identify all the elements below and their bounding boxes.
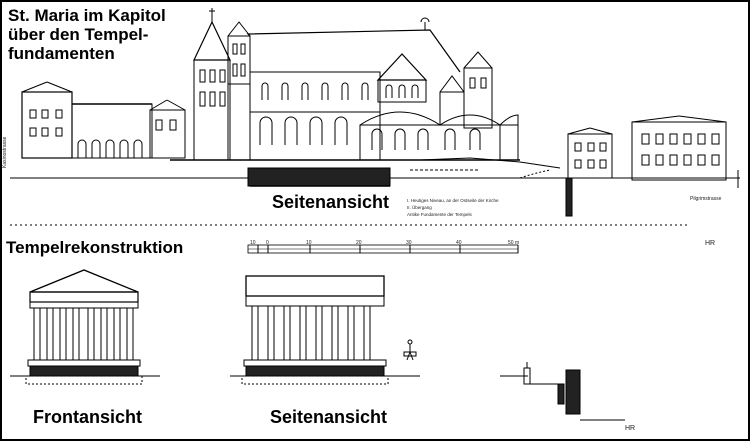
church-ground: [10, 167, 740, 226]
signature-mark: HR: [705, 240, 716, 247]
scale-tick-label: 40: [456, 240, 462, 246]
right-buildings: [565, 115, 739, 217]
scale-tick-label: 0: [266, 240, 269, 246]
street-label-left: Kasinostrasse: [2, 136, 8, 168]
legend-item-1: I. Heutiges Niveau, an der Ostseite der …: [407, 198, 499, 203]
caption-church-side-view: Seitenansicht: [272, 192, 390, 212]
scale-tick-label: 10: [250, 240, 256, 246]
scale-tick-label: 50 m: [508, 240, 520, 246]
temple-front-view: [10, 269, 160, 385]
temple-side-view: [230, 275, 420, 385]
title-line-2: über den Tempel-: [8, 25, 149, 44]
scale-tick-label: 30: [406, 240, 412, 246]
scale-tick-label: 10: [306, 240, 312, 246]
scale-bar: [247, 244, 519, 254]
scale-tick-label: 20: [356, 240, 362, 246]
drawing-title: St. Maria im Kapitol über den Tempel- fu…: [8, 6, 178, 63]
street-label-right: Pilgrimstrasse: [690, 196, 722, 202]
caption-temple-reconstruction: Tempelrekonstruktion: [6, 238, 184, 257]
title-line-3: fundamenten: [8, 44, 115, 63]
signature-mark-bottom: HR: [625, 425, 636, 432]
church-elevation: [21, 8, 561, 169]
section-detail: [500, 362, 625, 421]
title-line-1: St. Maria im Kapitol: [8, 6, 166, 25]
caption-front-view: Frontansicht: [33, 407, 143, 427]
caption-temple-side-view: Seitenansicht: [270, 407, 388, 427]
legend-item-3: Antike Fundamente der Tempels: [407, 212, 472, 217]
legend-item-2: II. Übergang: [407, 205, 432, 210]
